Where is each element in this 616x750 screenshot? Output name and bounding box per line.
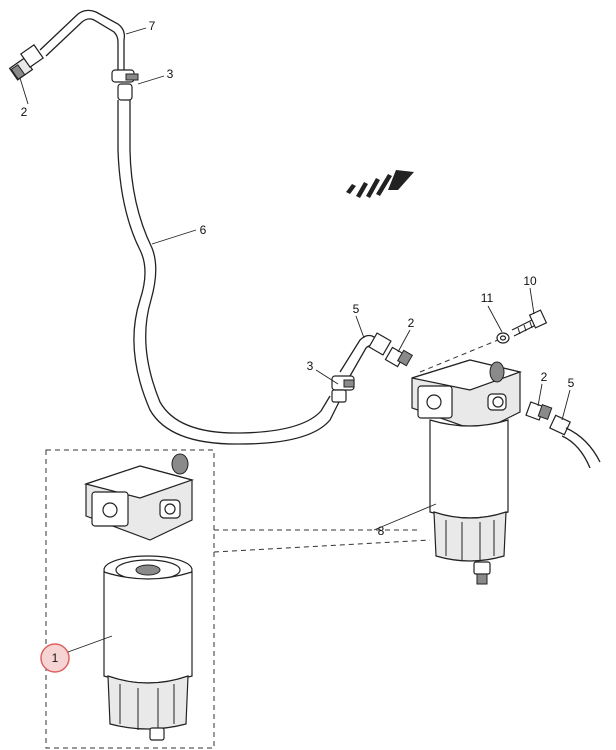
- hose-clamp-3-top[interactable]: [111, 69, 139, 101]
- bolt-10[interactable]: [511, 309, 548, 337]
- fuel-filter-assembly-8[interactable]: [411, 359, 523, 585]
- connector-fitting-2-middle[interactable]: [384, 346, 414, 368]
- callout-5-outlet: 5: [568, 376, 575, 390]
- callout-3-middle: 3: [307, 359, 314, 373]
- callout-10: 10: [523, 274, 537, 288]
- washer-11[interactable]: [496, 332, 510, 344]
- callout-3-top: 3: [167, 67, 174, 81]
- callout-11: 11: [481, 291, 494, 305]
- hose-clamp-3-middle[interactable]: [331, 375, 355, 403]
- callout-labels: 2 7 3 6 5 2 3 11 10 2 5 8 1: [21, 19, 575, 665]
- pipe-5-outlet[interactable]: [548, 414, 601, 469]
- pipe-5-inlet[interactable]: [339, 332, 392, 377]
- callout-2-right: 2: [541, 370, 548, 384]
- callout-6: 6: [200, 223, 207, 237]
- filter-element-1[interactable]: [103, 555, 193, 741]
- callout-5-inlet: 5: [353, 302, 360, 316]
- callout-2-middle: 2: [408, 316, 415, 330]
- callout-1: 1: [52, 651, 59, 665]
- callout-8: 8: [378, 524, 385, 538]
- connector-fitting-2-top[interactable]: [8, 44, 44, 81]
- leader-lines: [19, 27, 571, 653]
- filter-head-detail[interactable]: [83, 453, 195, 541]
- connector-fitting-2-right[interactable]: [525, 401, 553, 421]
- forward-arrow-icon: [346, 170, 414, 198]
- highlight-circle: [40, 643, 70, 673]
- callout-7: 7: [149, 19, 156, 33]
- pipe-7[interactable]: [39, 9, 126, 72]
- callout-2-top: 2: [21, 105, 28, 119]
- fuel-hose-6[interactable]: [117, 100, 341, 445]
